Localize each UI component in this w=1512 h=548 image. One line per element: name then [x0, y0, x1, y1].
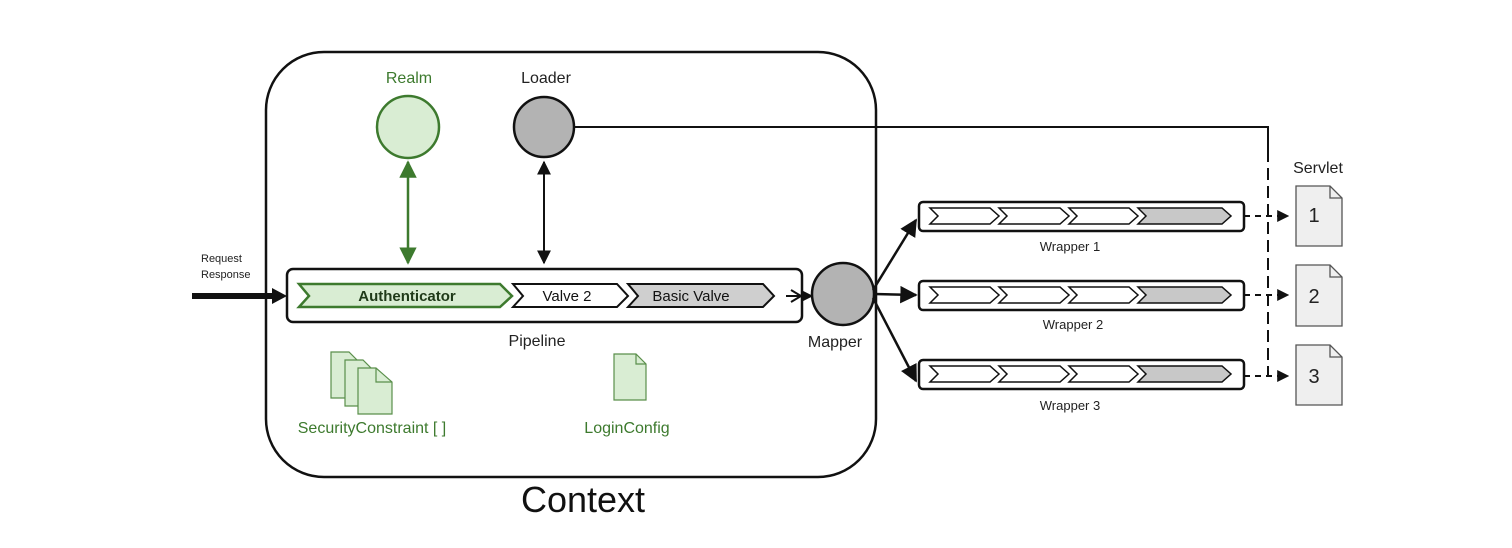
context-label: Context [521, 479, 645, 520]
wrapper-1 [917, 200, 1246, 233]
context-box [264, 50, 878, 479]
mapper-wrapper-3-arrow [871, 297, 918, 383]
servlet-2 [1295, 264, 1343, 327]
authenticator-valve [296, 282, 514, 309]
servlet-1-number: 1 [1308, 205, 1319, 227]
mapper-wrapper-2-arrow [873, 285, 918, 304]
mapper-node [810, 261, 876, 327]
wrapper-3-label: Wrapper 3 [1040, 398, 1100, 413]
authenticator-label: Authenticator [358, 288, 456, 305]
wrapper-2-label: Wrapper 2 [1043, 317, 1103, 332]
servlet-3 [1295, 344, 1343, 406]
servlet-label: Servlet [1293, 160, 1343, 177]
login-config-icon [613, 353, 647, 401]
loader-label: Loader [521, 70, 571, 87]
loader-servlet-line [574, 126, 1269, 150]
wrapper-1-label: Wrapper 1 [1040, 239, 1100, 254]
servlet-1 [1295, 185, 1343, 247]
basic-valve [625, 283, 776, 308]
pipeline-label: Pipeline [509, 333, 566, 350]
wrapper-servlet-connectors [1244, 210, 1290, 382]
servlet-2-number: 2 [1308, 286, 1319, 308]
realm-node [375, 94, 441, 160]
wrapper-2 [917, 279, 1246, 312]
security-constraint-icon [330, 351, 393, 415]
realm-label: Realm [386, 70, 432, 87]
request-label: Request [201, 253, 242, 265]
valve-2 [510, 283, 630, 308]
valve-2-label: Valve 2 [543, 288, 592, 305]
wrapper-3 [917, 358, 1246, 391]
basic-valve-label: Basic Valve [652, 288, 729, 305]
security-constraint-label: SecurityConstraint [ ] [298, 420, 447, 437]
response-label: Response [201, 269, 251, 281]
loader-node [512, 95, 576, 159]
login-config-label: LoginConfig [584, 420, 669, 437]
servlet-3-number: 3 [1308, 366, 1319, 388]
mapper-wrapper-1-arrow [871, 218, 918, 291]
mapper-label: Mapper [808, 334, 863, 351]
